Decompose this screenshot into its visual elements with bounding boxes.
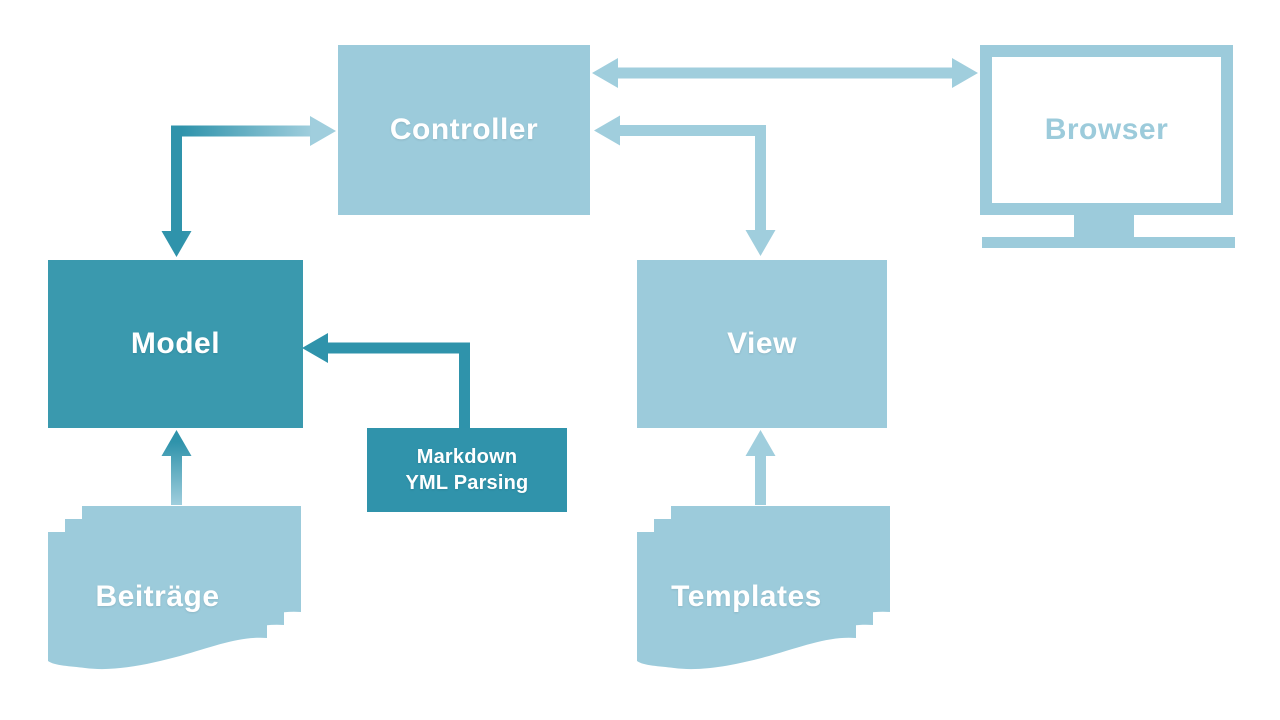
- templates-documents-icon: [637, 506, 890, 670]
- arrow-templates-view-icon: [745, 430, 776, 505]
- arrow-posts-model-icon: [161, 430, 192, 505]
- controller-box: [338, 45, 590, 215]
- model-box: [48, 260, 303, 428]
- posts-documents-icon: [48, 506, 301, 670]
- arrow-controller-browser-icon: [592, 58, 978, 88]
- monitor-icon: [980, 45, 1235, 248]
- arrow-controller-view-icon: [594, 115, 776, 256]
- arrow-model-controller-icon: [161, 116, 336, 257]
- view-box: [637, 260, 887, 428]
- arrow-parser-model-icon: [302, 333, 470, 428]
- parser-box: [367, 428, 567, 512]
